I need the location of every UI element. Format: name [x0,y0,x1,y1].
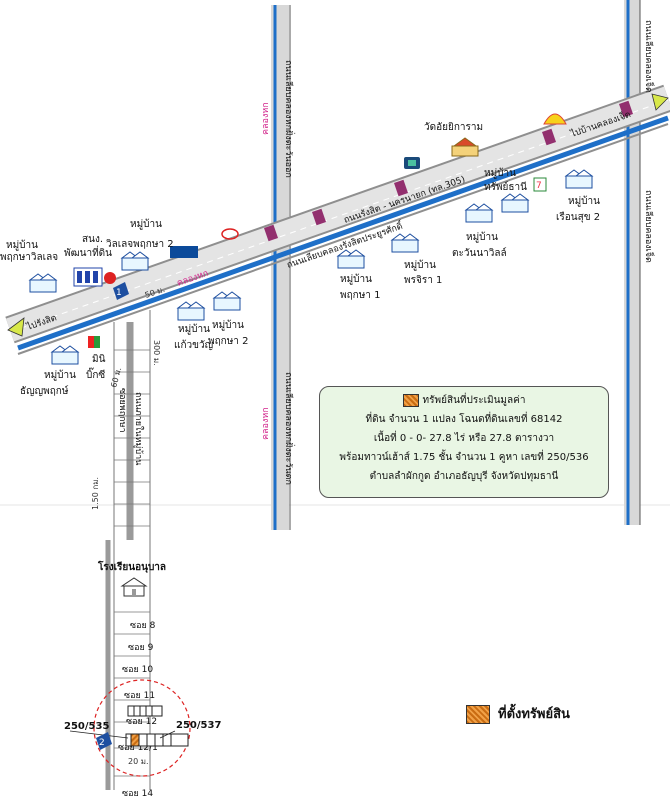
canal-road-left [271,5,291,530]
village-label: หมู่บ้าน [404,259,436,271]
village-label: หมู่บ้าน [484,167,516,179]
soi-9: ซอย 9 [128,643,154,653]
village-icon [212,291,242,311]
village-label: หมู่บ้าน [6,239,38,251]
gas-station-icon [104,272,116,284]
land-office-icon [73,267,103,287]
village-label: พฤกษาวิลเลจ [0,252,58,263]
village-icon [500,193,530,213]
route-marker-1: 1 [113,282,129,300]
soi-8: ซอย 8 [130,621,156,631]
info-line-4: พร้อมทาวน์เฮ้าส์ 1.75 ชั้น จำนวน 1 คูหา … [339,452,589,463]
info-line-5: ตำบลลำผักกูด อำเภอธัญบุรี จังหวัดปทุมธาน… [369,471,559,482]
village-label: แก้วขวัญ [174,339,213,351]
village-icon [176,301,206,321]
info-line-1: ทรัพย์สินที่ประเมินมูลค่า [422,395,526,406]
village-label: พฤกษา 1 [340,290,380,301]
property-hatch-icon [402,393,419,407]
svg-text:7: 7 [536,181,542,191]
village-label: หมู่บ้าน [212,319,244,331]
canal-road-label-b: ถนนเลียบคลองหกฝั่งตะวันตก [283,372,296,485]
sub-road [105,310,151,790]
mini-big-c-icon [88,336,100,348]
soi-11: ซอย 11 [124,691,155,701]
legend: ที่ตั้งทรัพย์สิน [466,703,570,724]
village-label: เรือนสุข 2 [556,211,600,223]
mini-big-c-label: มินิ [92,354,106,365]
school-label: โรงเรียนอนุบาล [97,560,166,573]
canal-label-b: คลองหก [261,407,271,440]
village-label: ตะวันนาวิลล์ [452,247,507,259]
bank-icon [404,157,420,169]
main-highway [5,84,670,355]
property-zoom [69,679,191,777]
canal-road-label-right: ถนนเลียบคลองเจ็ด [643,20,656,93]
info-title-row: ทรัพย์สินที่ประเมินมูลค่า [328,391,600,410]
village-label: ธัญญพฤกษ์ [20,385,69,397]
distance-20: 20 ม. [128,757,149,766]
village-icon [120,251,150,271]
property-marker [130,733,140,747]
village-icon [464,203,494,223]
house-no-left: 250/535 [64,721,109,732]
soi-12-1: ซอย 12/1 [118,743,158,753]
village-icon [390,233,420,253]
village-icon [564,169,594,189]
info-line-3: เนื้อที่ 0 - 0- 27.8 ไร่ หรือ 27.8 ตาราง… [373,433,555,444]
canal-road-label-a: ถนนเลียบคลองหกฝั่งตะวันออก [283,60,296,178]
legend-label: ที่ตั้งทรัพย์สิน [498,707,570,722]
village-label: หมู่บ้าน [178,323,210,335]
land-office-label: พัฒนาที่ดิน [64,245,112,259]
village-icon [336,249,366,269]
canal-road-label-right2: ถนนเลียบคลองเจ็ด [643,190,656,263]
distance-150: 1.50 กม. [91,477,100,510]
temple-icon [451,137,479,157]
village-label: ทรัพย์ธานี [484,181,527,193]
info-line-2: ที่ดิน จำนวน 1 แปลง โฉนดที่ดินเลขที่ 681… [365,414,563,425]
svg-text:2: 2 [99,738,105,748]
sub-road-label-2: ซอยพฤกษา [117,388,127,433]
village-label: หมู่บ้าน [568,195,600,207]
canal-road-right [624,0,641,525]
svg-text:1: 1 [116,288,122,298]
soi-12: ซอย 12 [126,717,157,727]
sub-road-label: ถนนภายในหมู่บ้าน [133,392,144,465]
toyota-icon [221,228,239,240]
sub-office-label: สนง. [82,234,103,245]
school-icon [120,577,148,597]
distance-60: 60 ม. [109,366,123,388]
village-label: หมู่บ้าน [44,369,76,381]
house-no-right: 250/537 [176,720,221,731]
property-info-box: ทรัพย์สินที่ประเมินมูลค่า ที่ดิน จำนวน 1… [319,386,609,498]
village-icon [50,345,80,365]
legend-hatch-icon [466,705,490,724]
mini-big-c-label: บิ๊กซี [86,367,105,381]
route-marker-2: 2 [96,732,112,750]
distance-300: 300 ม. [152,340,161,366]
village-label: หมู่บ้าน [340,273,372,285]
village-label: พฤกษา 2 [208,336,248,347]
seven-eleven-icon: 7 [533,177,547,192]
soi-14: ซอย 14 [122,789,153,799]
village-icon [28,273,58,293]
shop-sign-icon [170,246,198,258]
village-label: วิลเลจพฤกษา 2 [106,239,174,250]
canal-label-a: คลองหก [261,102,271,135]
shell-icon [543,113,567,125]
village-label: หมู่บ้าน [130,218,162,230]
village-label: หมู่บ้าน [466,231,498,243]
wat-label: วัดอัยยิการาม [424,122,483,133]
soi-10: ซอย 10 [122,665,153,675]
village-label: พรจิรา 1 [404,275,442,286]
